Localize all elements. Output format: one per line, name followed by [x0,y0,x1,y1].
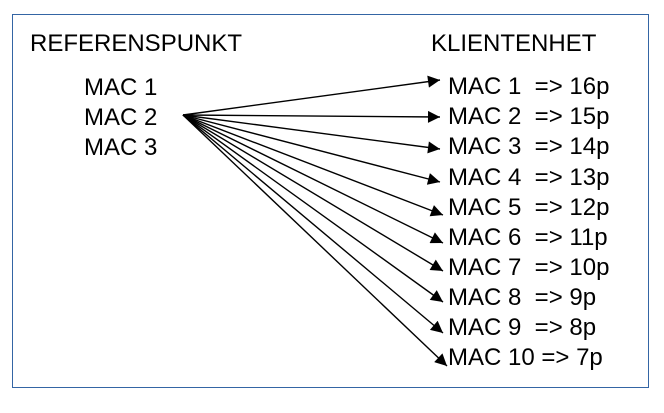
arrow-to-client-mac-8 [182,114,444,303]
arrow-to-client-mac-7 [182,114,444,272]
client-mac-1: MAC 1 => 16p [448,73,610,100]
reference-point-title: REFERENSPUNKT [30,30,243,57]
arrow-to-client-mac-5 [182,114,444,217]
client-mac-6: MAC 6 => 11p [448,224,608,251]
client-mac-8: MAC 8 => 9p [448,284,597,311]
client-mac-7: MAC 7 => 10p [448,254,610,281]
client-mac-10: MAC 10 => 7p [448,344,603,371]
client-mac-3: MAC 3 => 14p [448,133,610,160]
client-device-title: KLIENTENHET [431,30,597,57]
arrow-to-client-mac-4 [182,114,441,185]
arrow-to-client-mac-3 [182,114,441,154]
arrow-to-client-mac-10 [182,114,448,367]
arrow-to-client-mac-6 [182,114,444,244]
reference-mac-3: MAC 3 [84,134,158,161]
client-mac-5: MAC 5 => 12p [448,194,610,221]
diagram-frame [12,14,649,388]
arrow-to-client-mac-2 [182,110,441,123]
client-mac-9: MAC 9 => 8p [448,314,597,341]
arrow-to-client-mac-9 [182,114,444,334]
reference-mac-1: MAC 1 [84,74,158,101]
reference-mac-2: MAC 2 [84,104,158,131]
arrow-to-client-mac-1 [182,75,441,116]
client-mac-2: MAC 2 => 15p [448,103,610,130]
client-mac-4: MAC 4 => 13p [448,164,610,191]
